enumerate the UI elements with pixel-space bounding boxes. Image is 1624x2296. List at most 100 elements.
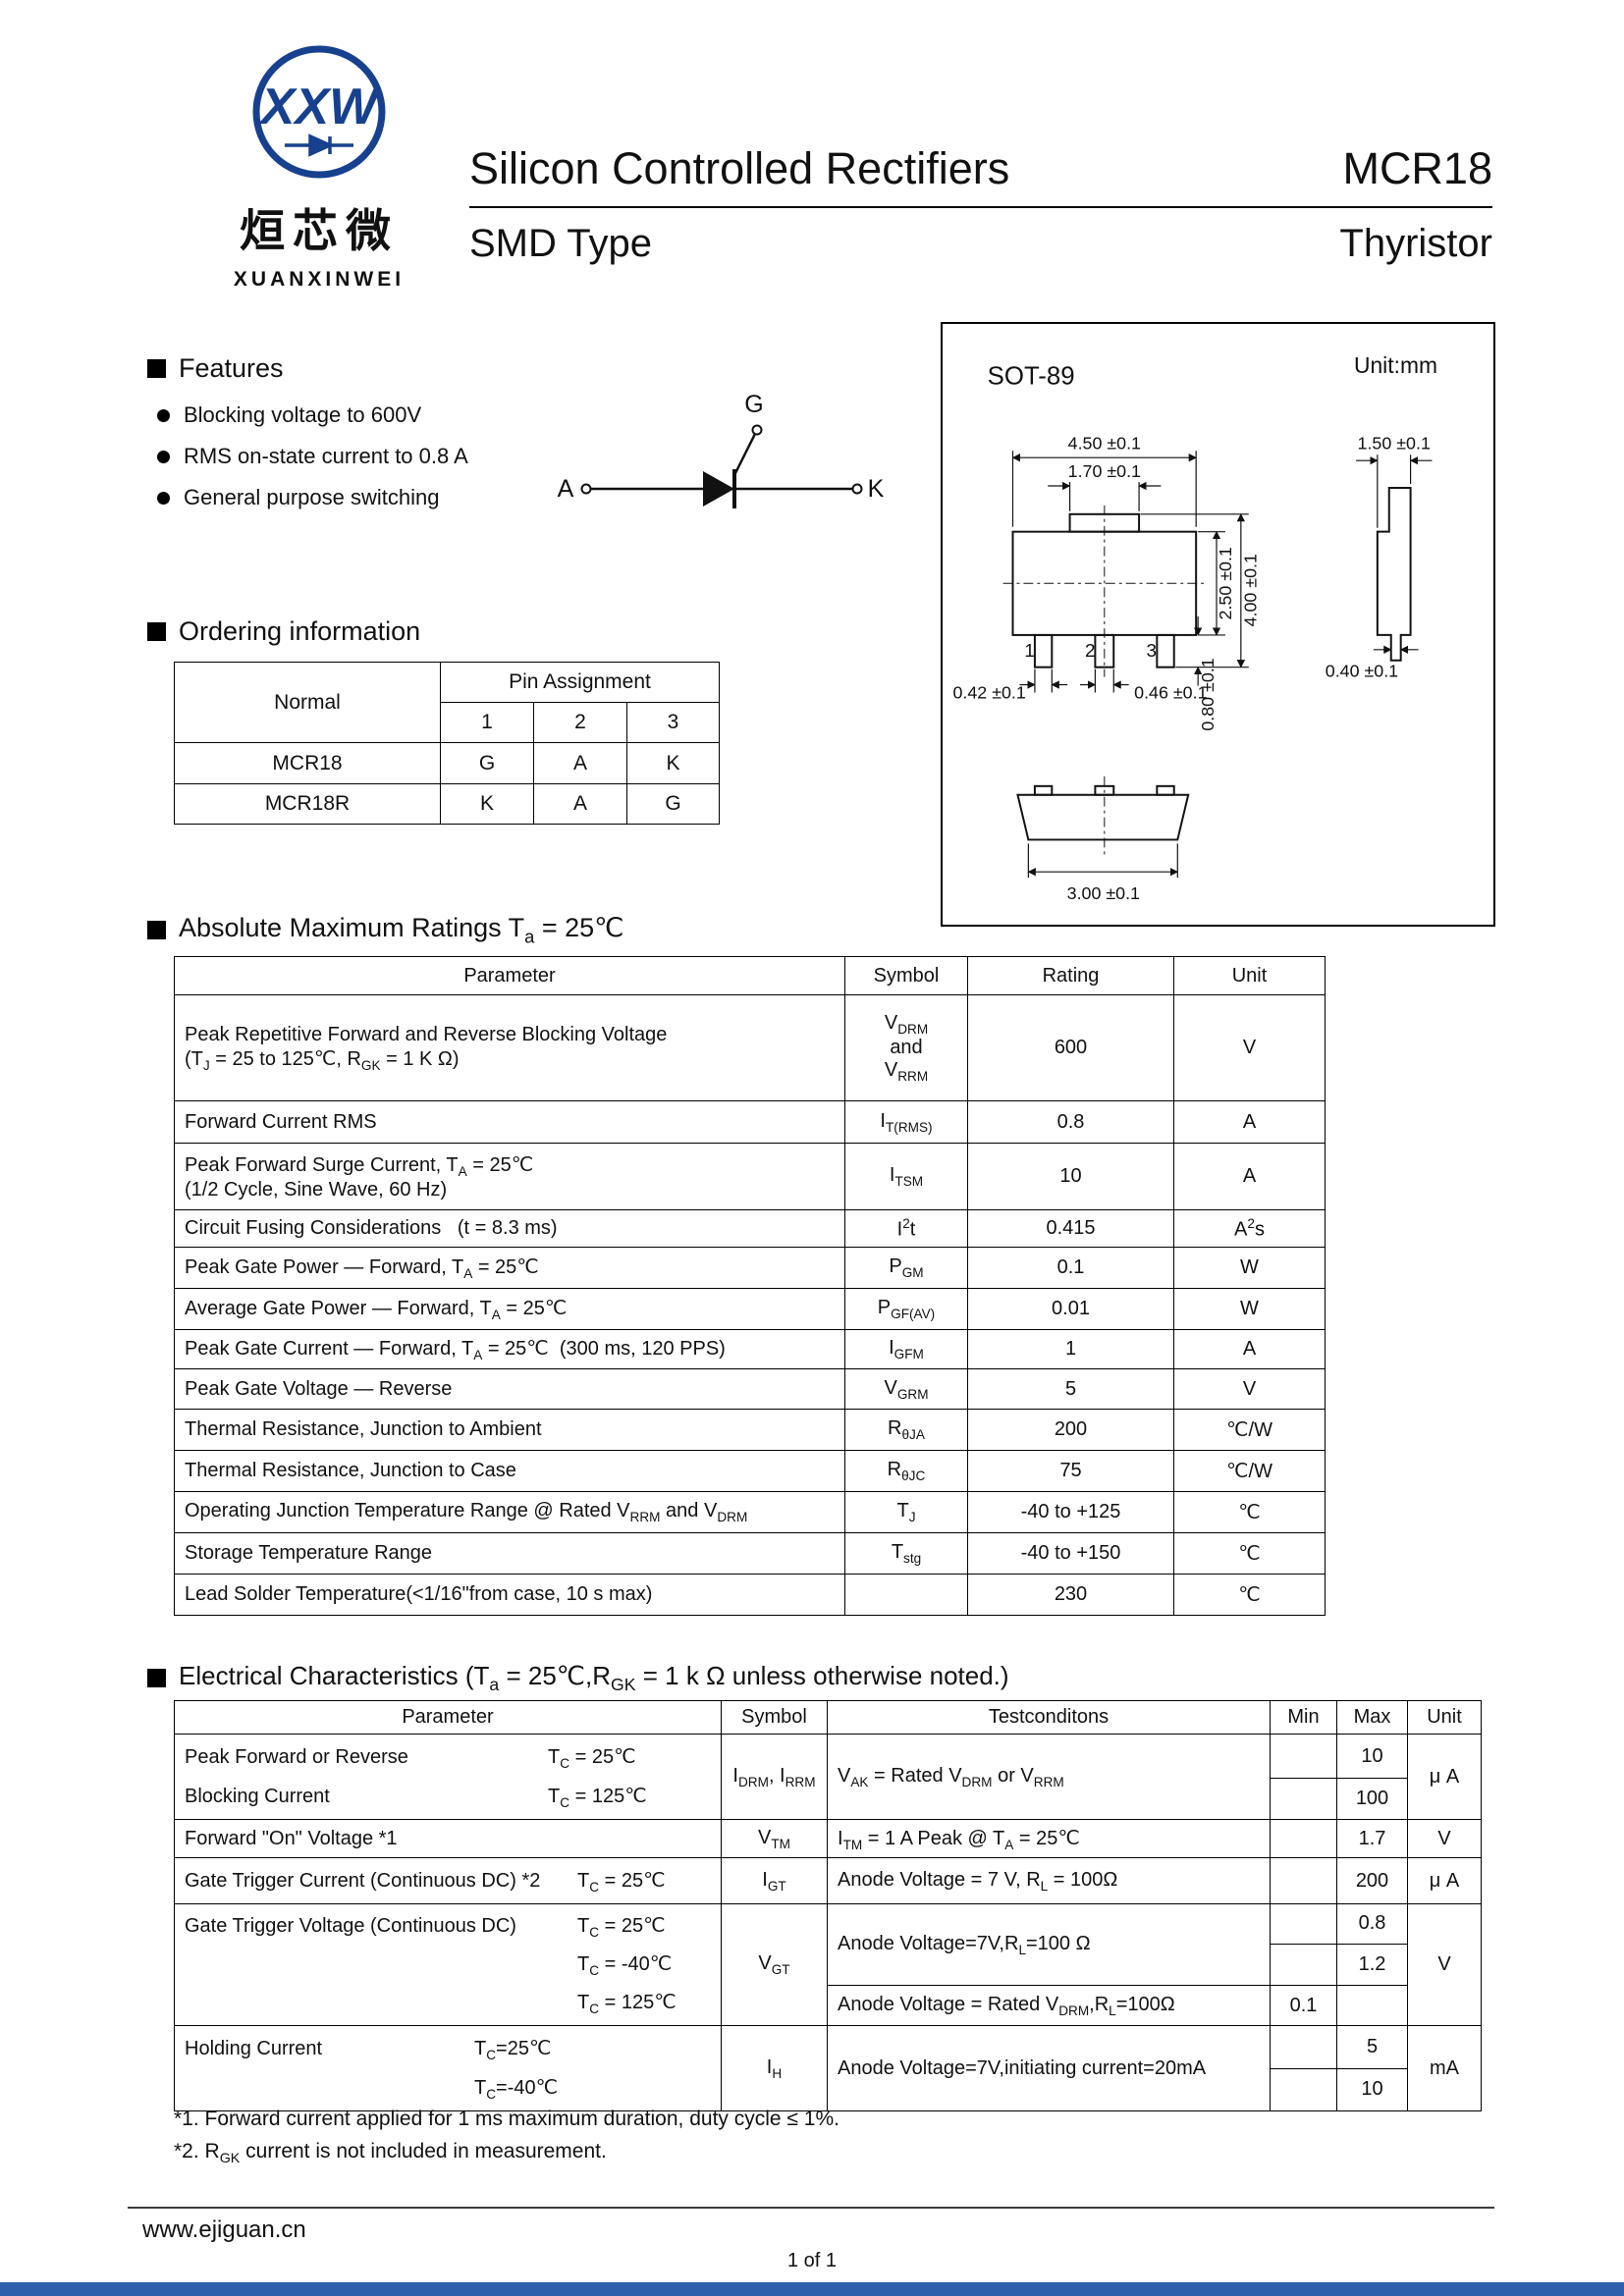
rating-cell: -40 to +125 [967, 1491, 1174, 1533]
unit-cell: μ A [1407, 1857, 1482, 1904]
param-cell: Peak Forward Surge Current, TA = 25℃(1/2… [174, 1143, 845, 1210]
elec-heading-label: Electrical Characteristics (Ta = 25℃,RGK… [179, 1661, 1009, 1695]
rating-cell: 5 [967, 1368, 1174, 1410]
pin-number-2: 2 [1085, 640, 1096, 661]
feature-item: RMS on-state current to 0.8 A [157, 436, 468, 477]
col-symbol: Symbol [721, 1700, 828, 1735]
dim-bottom-width: 3.00 ±0.1 [1067, 883, 1140, 903]
unit-cell: ℃ [1173, 1532, 1326, 1575]
table-row: 10 [175, 2067, 1482, 2111]
param-condition: TC = 125℃ [577, 1992, 677, 2016]
page-number: 1 of 1 [786, 2250, 838, 2271]
param-cell: Forward Current RMS [174, 1100, 845, 1144]
feature-text: Blocking voltage to 600V [184, 402, 422, 427]
pin-cell: G [625, 783, 721, 825]
table-row: 100 [175, 1778, 1482, 1820]
rating-cell: 0.1 [967, 1247, 1174, 1289]
col-max: Max [1336, 1700, 1408, 1735]
param-condition: TC = 125℃ [548, 1785, 647, 1810]
logo-icon: XXW [252, 45, 386, 179]
footnotes: *1. Forward current applied for 1 ms max… [174, 2103, 839, 2175]
section-marker-icon [147, 1669, 166, 1688]
param-cell: Peak Gate Voltage — Reverse [174, 1368, 845, 1410]
elec-table: Parameter Symbol Testconditons Min Max U… [174, 1700, 1482, 2111]
table-row: Peak Repetitive Forward and Reverse Bloc… [174, 994, 1326, 1101]
pin-cell: A [533, 742, 627, 784]
symbol-cell: ITSM [844, 1143, 968, 1210]
table-row: 1.2 [175, 1943, 1482, 1987]
footnote-2: *2. RGK current is not included in measu… [174, 2140, 607, 2167]
rating-cell: 230 [967, 1574, 1174, 1616]
min-cell [1270, 1903, 1337, 1945]
unit-cell: A [1173, 1143, 1326, 1210]
param-cell: Storage Temperature Range [174, 1532, 845, 1575]
unit-cell: V [1173, 1368, 1326, 1410]
title-block: Silicon Controlled Rectifiers MCR18 SMD … [469, 143, 1492, 266]
min-cell [1270, 2067, 1337, 2111]
pin-col-header: 2 [533, 702, 627, 743]
rating-cell: 600 [967, 994, 1174, 1101]
logo-latin-name: XUANXINWEI [233, 268, 406, 291]
param-cell: Gate Trigger Voltage (Continuous DC)TC =… [174, 1903, 722, 2026]
param-cell: Circuit Fusing Considerations (t = 8.3 m… [174, 1209, 845, 1248]
param-cell: Peak Repetitive Forward and Reverse Bloc… [174, 994, 845, 1101]
ordering-heading-label: Ordering information [179, 616, 421, 646]
section-marker-icon [147, 921, 166, 940]
max-cell: 0.8 [1336, 1903, 1408, 1945]
unit-cell: A [1173, 1100, 1326, 1144]
table-row: Average Gate Power — Forward, TA = 25℃ P… [174, 1288, 1326, 1330]
max-cell: 100 [1336, 1778, 1408, 1820]
package-drawing: SOT-89 Unit:mm [952, 352, 1437, 903]
unit-cell: W [1173, 1247, 1326, 1289]
symbol-cell: IDRM, IRRM [721, 1734, 828, 1820]
footer-url[interactable]: www.ejiguan.cn [142, 2216, 306, 2243]
bullet-icon [157, 408, 170, 422]
features-list: Blocking voltage to 600V RMS on-state cu… [157, 395, 468, 518]
param-text: Holding Current [185, 2037, 323, 2059]
col-min: Min [1270, 1700, 1337, 1735]
table-row: Forward Current RMS IT(RMS) 0.8 A [174, 1100, 1326, 1144]
max-cell [1336, 1985, 1408, 2026]
pin-col-header: 3 [625, 702, 721, 743]
param-cell: Peak Gate Power — Forward, TA = 25℃ [174, 1247, 845, 1289]
min-cell [1270, 1778, 1337, 1820]
col-parameter: Parameter [174, 956, 845, 995]
device-type: Thyristor [1339, 222, 1492, 265]
pin-col-header: 1 [440, 702, 534, 743]
table-row: Thermal Resistance, Junction to Ambient … [174, 1409, 1326, 1451]
max-cell: 10 [1336, 1733, 1408, 1780]
symbol-cell: TJ [844, 1491, 968, 1533]
feature-item: General purpose switching [157, 477, 468, 518]
param-cell: Forward "On" Voltage *1 [174, 1819, 722, 1858]
param-condition: TC = 25℃ [577, 1869, 666, 1895]
unit-cell: ℃/W [1173, 1409, 1326, 1451]
condition-cell: ITM = 1 A Peak @ TA = 25℃ [827, 1819, 1271, 1858]
col-symbol: Symbol [844, 956, 968, 995]
symbol-cell: I2t [844, 1209, 968, 1248]
footnote-1: *1. Forward current applied for 1 ms max… [174, 2108, 839, 2130]
pin-number-3: 3 [1147, 640, 1158, 661]
unit-cell: ℃/W [1173, 1450, 1326, 1492]
package-outline-box: SOT-89 Unit:mm [941, 322, 1495, 927]
package-side-view [1376, 486, 1412, 662]
feature-item: Blocking voltage to 600V [157, 395, 468, 436]
section-marker-icon [147, 622, 166, 641]
dim-tab-width: 1.70 ±0.1 [1068, 461, 1141, 481]
elec-heading: Electrical Characteristics (Ta = 25℃,RGK… [147, 1661, 1009, 1695]
pin-cell: G [440, 742, 534, 784]
condition-cell: Anode Voltage=7V,initiating current=20mA [827, 2025, 1271, 2111]
min-cell [1270, 1819, 1337, 1858]
footer-accent-bar [0, 2282, 1624, 2296]
min-cell [1270, 1943, 1337, 1987]
col-rating: Rating [967, 956, 1174, 995]
dim-pin1-width: 0.42 ±0.1 [952, 682, 1025, 702]
max-cell: 5 [1336, 2025, 1408, 2069]
unit-cell: mA [1407, 2025, 1482, 2111]
symbol-cell: Tstg [844, 1532, 968, 1575]
part-name-cell: MCR18R [174, 783, 441, 825]
dim-body-width: 4.50 ±0.1 [1068, 433, 1141, 453]
